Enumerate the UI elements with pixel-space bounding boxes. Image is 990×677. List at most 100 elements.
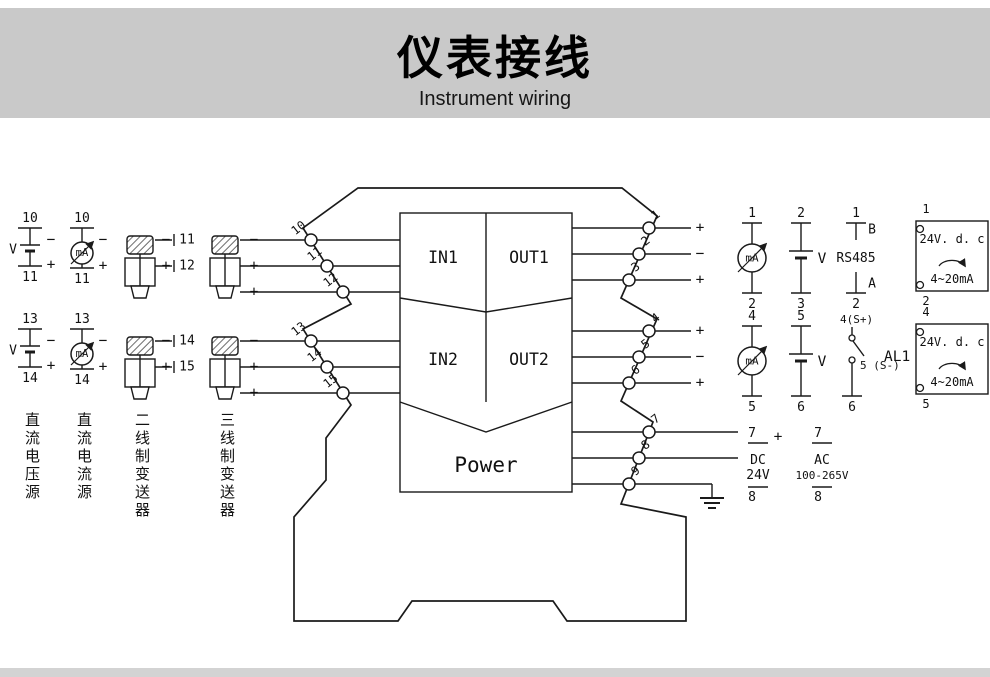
- sign: −: [696, 246, 705, 262]
- label-dc-current-source: 直流电流源: [75, 412, 92, 502]
- terminal-number: 6: [797, 400, 805, 415]
- ground-symbol: [700, 484, 724, 509]
- label-dc-voltage-source: 直流电压源: [23, 412, 40, 502]
- ac-supply: 7 AC 100-265V 8: [796, 426, 849, 505]
- terminal-number: 12: [179, 259, 195, 274]
- terminal-number: 7: [748, 426, 756, 441]
- sign: −: [250, 333, 259, 349]
- rs485-a-label: A: [868, 277, 876, 292]
- sign: +: [162, 258, 171, 274]
- terminal-number: 4: [922, 305, 929, 319]
- bottom-strip: [0, 668, 990, 677]
- label-two-wire-transmitter: 二线制变送器: [133, 412, 150, 520]
- box-terminal: [915, 383, 925, 393]
- sign: −: [250, 232, 259, 248]
- sign: −: [696, 349, 705, 365]
- sign: −: [99, 333, 108, 349]
- supply-line1: DC: [750, 453, 766, 468]
- dc-voltage-source-row2: 13 V 14 − +: [9, 312, 56, 386]
- two-wire-stubs-row2: − 14 + 15: [155, 333, 195, 375]
- sign: −: [162, 333, 171, 349]
- rs485-output: 1 B RS485 A 2: [836, 206, 876, 312]
- two-wire-transmitter-icon-row1: [124, 235, 156, 299]
- sign: +: [47, 257, 56, 273]
- supply-line2: 24V: [746, 468, 770, 483]
- al1-mid-terminal: 5 (S-): [860, 359, 900, 372]
- terminal-number: 8: [814, 490, 822, 505]
- sign: −: [47, 232, 56, 248]
- three-wire-wires-row2: [240, 340, 400, 394]
- page-subtitle: Instrument wiring: [418, 88, 572, 110]
- terminal-number: 11: [74, 272, 90, 287]
- battery-symbol: [789, 250, 813, 260]
- terminal-15: [336, 386, 350, 400]
- terminal-number: 2: [852, 297, 860, 312]
- terminal-14: [320, 360, 334, 374]
- terminal-5: [632, 350, 646, 364]
- terminal-4: [642, 324, 656, 338]
- v-output-group1: 2 V 3: [789, 206, 827, 312]
- terminal-number: 1: [852, 206, 860, 221]
- out2-label: OUT2: [509, 350, 549, 369]
- terminal-12: [336, 285, 350, 299]
- terminal-number: 7: [814, 426, 822, 441]
- box-terminal: [915, 224, 925, 234]
- sign: −: [99, 232, 108, 248]
- sign: +: [696, 375, 705, 391]
- supply-line2: 100-265V: [796, 469, 849, 482]
- terminal-7: [642, 425, 656, 439]
- terminal-number: 13: [74, 312, 90, 327]
- box-terminal: [915, 327, 925, 337]
- supply-line1: AC: [814, 453, 830, 468]
- switch-blade: [852, 340, 865, 357]
- terminal-9: [622, 477, 636, 491]
- battery-symbol: [20, 244, 40, 253]
- terminal-1: [642, 221, 656, 235]
- box-line1: 24V. d. c: [919, 232, 984, 246]
- dc-voltage-source-row1: 10 V 11 − +: [9, 211, 56, 285]
- sign: +: [250, 359, 259, 375]
- battery-symbol: [789, 353, 813, 363]
- terminal-11: [320, 259, 334, 273]
- in2-label: IN2: [428, 350, 458, 369]
- terminal-3: [622, 273, 636, 287]
- terminal-number: 13: [22, 312, 38, 327]
- contact-point: [848, 334, 856, 342]
- sign: +: [696, 272, 705, 288]
- terminal-number: 5: [797, 309, 805, 324]
- terminal-6: [622, 376, 636, 390]
- dc-current-source-row1: 10 mA 11 − +: [70, 211, 108, 287]
- two-wire-stubs-row1: − 11 + 12: [155, 232, 195, 274]
- box-terminal: [915, 280, 925, 290]
- sign: +: [99, 359, 108, 375]
- header-banner: 仪表接线 Instrument wiring: [0, 8, 990, 118]
- terminal-8: [632, 451, 646, 465]
- al1-output: 4(S+) 5 (S-) 6 AL1: [840, 313, 910, 415]
- terminal-number: 4: [748, 309, 756, 324]
- terminal-10: [304, 233, 318, 247]
- sign: −: [47, 333, 56, 349]
- sign: +: [250, 258, 259, 274]
- terminal-number: 2: [748, 297, 756, 312]
- module-left-terminals: [304, 233, 350, 400]
- three-wire-transmitter-icon-row2: [209, 336, 241, 400]
- terminal-number: 11: [22, 270, 38, 285]
- sign: +: [250, 284, 259, 300]
- dc-supply: 7 + DC 24V 8: [746, 426, 782, 505]
- out1-label: OUT1: [509, 248, 549, 267]
- terminal-label-13: 13: [289, 319, 309, 339]
- loop-box-group2: 4 24V. d. c 4~20mA 5: [915, 305, 989, 411]
- sign: −: [162, 232, 171, 248]
- terminal-number: 14: [179, 334, 195, 349]
- box-line1: 24V. d. c: [919, 335, 984, 349]
- dc-current-source-row2: 13 mA 14 − +: [70, 312, 108, 388]
- al1-top-terminal: 4(S+): [840, 313, 873, 326]
- box-line2: 4~20mA: [930, 272, 974, 286]
- rs485-label: RS485: [836, 251, 875, 266]
- module-power-divider: [399, 401, 573, 433]
- module-outline: [293, 187, 687, 622]
- terminal-number: 3: [797, 297, 805, 312]
- sign: +: [162, 359, 171, 375]
- terminal-number: 11: [179, 233, 195, 248]
